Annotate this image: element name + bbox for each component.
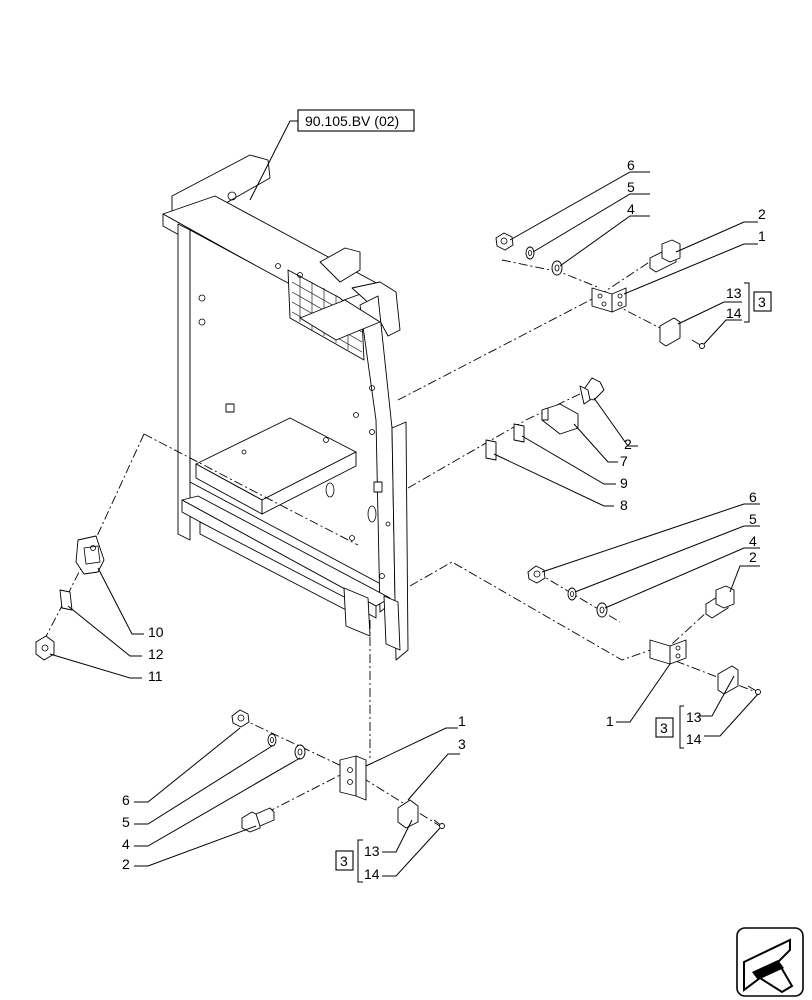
middle-right-group: 2 7 9 8 <box>485 377 638 513</box>
nut-icon[interactable] <box>527 565 546 584</box>
top-right-group: 6 5 4 2 1 13 14 3 <box>495 157 772 349</box>
bracket-icon[interactable] <box>649 639 687 665</box>
bolt-icon[interactable] <box>705 585 735 619</box>
flat-washer-icon[interactable] <box>294 744 306 760</box>
bracket-icon[interactable] <box>541 403 579 435</box>
bracket-icon[interactable] <box>339 755 367 801</box>
nut-icon[interactable] <box>231 709 250 728</box>
screw-icon[interactable] <box>691 339 705 349</box>
callout-clip: 3 <box>458 736 466 752</box>
callout-flat-washer: 4 <box>749 533 757 549</box>
callout-lock-washer: 5 <box>122 814 130 830</box>
arrow-icon <box>736 927 804 997</box>
lock-washer-icon[interactable] <box>567 587 577 601</box>
callout-bracket: 1 <box>458 713 466 729</box>
clip-icon[interactable] <box>717 665 739 695</box>
bolt-icon[interactable] <box>579 377 605 405</box>
callout-flat-washer: 4 <box>122 836 130 852</box>
callout-screw: 14 <box>726 305 742 321</box>
bolt-icon[interactable] <box>649 239 681 273</box>
callout-lock-washer: 5 <box>749 511 757 527</box>
kit-box[interactable] <box>335 850 354 871</box>
callout-clip: 13 <box>686 709 702 725</box>
clip-icon[interactable] <box>397 799 419 829</box>
callout-flat-washer: 4 <box>627 201 635 217</box>
bottom-group: 1 3 6 5 4 2 13 14 3 <box>122 709 466 883</box>
callout-screw-14: 14 <box>364 866 380 882</box>
reference-box[interactable]: 90.105.BV (02) <box>249 109 415 201</box>
callout-clip: 10 <box>148 624 164 640</box>
callout-shim: 9 <box>620 475 628 491</box>
callout-kit: 3 <box>758 294 766 310</box>
clip-icon[interactable] <box>75 535 105 575</box>
lock-washer-icon[interactable] <box>525 246 535 260</box>
nut-icon[interactable] <box>495 232 514 251</box>
flat-washer-icon[interactable] <box>551 260 563 276</box>
callout-nut: 6 <box>122 792 130 808</box>
kit-box[interactable] <box>655 717 674 738</box>
flat-washer-icon[interactable] <box>596 602 608 618</box>
callout-screw-13: 13 <box>364 843 380 859</box>
reference-label[interactable]: 90.105.BV (02) <box>305 113 399 129</box>
callout-plate: 8 <box>620 497 628 513</box>
callout-bracket: 7 <box>620 453 628 469</box>
shim-icon[interactable] <box>513 423 525 443</box>
callout-kit: 3 <box>340 853 348 869</box>
callout-bolt: 2 <box>749 549 757 565</box>
callout-nut: 6 <box>749 489 757 505</box>
screw-icon[interactable] <box>747 685 761 695</box>
callout-bolt: 11 <box>148 668 163 684</box>
clip-icon[interactable] <box>659 317 681 347</box>
callout-bolt: 2 <box>758 206 766 222</box>
callout-kit: 3 <box>660 720 668 736</box>
callout-lock-washer: 5 <box>627 179 635 195</box>
lock-washer-icon[interactable] <box>267 733 277 747</box>
callout-clip: 13 <box>726 285 742 301</box>
bolt-icon[interactable] <box>35 635 55 661</box>
callout-plate: 12 <box>148 646 164 662</box>
callout-bracket: 1 <box>758 228 766 244</box>
bracket-icon[interactable] <box>591 287 627 313</box>
bolt-icon[interactable] <box>241 807 275 833</box>
callout-bolt: 2 <box>624 436 632 452</box>
plate-icon[interactable] <box>59 589 73 611</box>
callout-screw: 14 <box>686 731 702 747</box>
main-frame <box>162 154 409 661</box>
callout-nut: 6 <box>627 157 635 173</box>
screw-icon[interactable] <box>433 819 445 829</box>
lower-right-group: 6 5 4 2 1 13 14 3 <box>527 489 761 749</box>
kit-box[interactable] <box>753 291 772 312</box>
plate-icon[interactable] <box>485 439 497 461</box>
callout-bolt: 2 <box>122 856 130 872</box>
left-group: 10 12 11 <box>35 535 164 684</box>
callout-bracket: 1 <box>606 713 614 729</box>
